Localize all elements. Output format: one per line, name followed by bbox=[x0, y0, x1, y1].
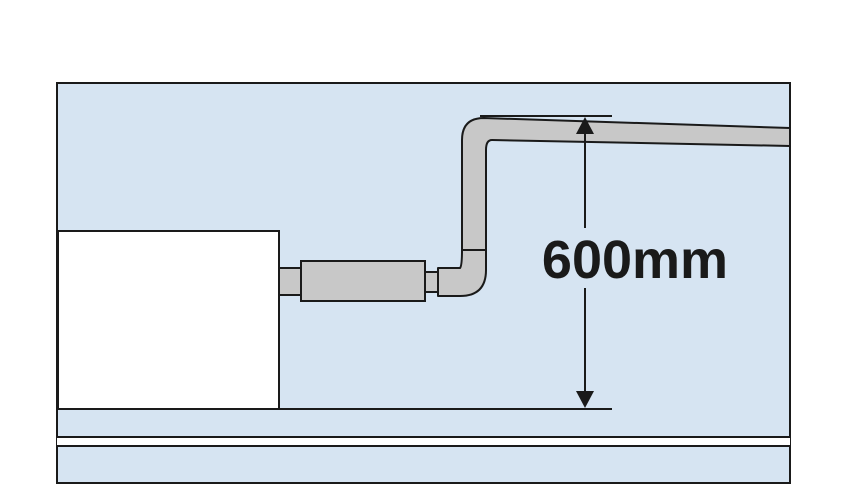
dimension-arrow-head-bottom bbox=[576, 391, 594, 408]
unit-outlet-stub bbox=[278, 267, 302, 296]
pipe-connector bbox=[424, 271, 439, 293]
floor-strip bbox=[57, 438, 790, 446]
pipe-coupling bbox=[300, 260, 426, 302]
dimension-label: 600mm bbox=[542, 230, 728, 290]
dimension-arrow-head-top bbox=[576, 117, 594, 134]
drain-pipe bbox=[437, 117, 791, 297]
indoor-unit-box bbox=[57, 230, 280, 410]
dimension-label-background bbox=[530, 228, 740, 288]
